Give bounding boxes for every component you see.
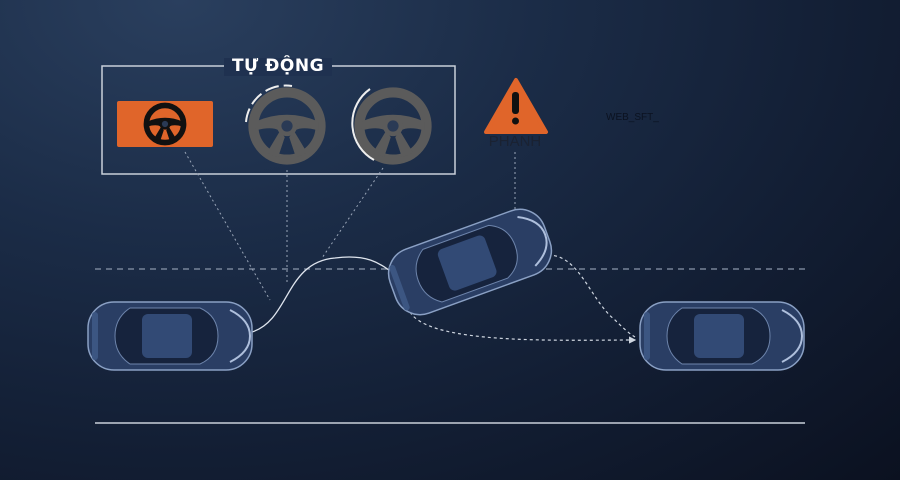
swerving-car bbox=[380, 201, 560, 323]
stopped-car bbox=[639, 301, 805, 371]
return-path bbox=[547, 254, 636, 338]
brake-label: PHANH bbox=[488, 133, 542, 150]
brake-path bbox=[409, 311, 637, 344]
correcting-arc bbox=[351, 88, 375, 161]
ego-car bbox=[87, 301, 253, 371]
auto-mode-title: TỰ ĐỘNG bbox=[231, 56, 325, 76]
leader-lines bbox=[184, 151, 516, 301]
turning-arc bbox=[245, 84, 293, 123]
frame-title-mask bbox=[224, 58, 332, 76]
swerve-path bbox=[251, 256, 396, 333]
code-label: WEB_SFT_ bbox=[606, 112, 659, 123]
steering-wheel-turning-icon bbox=[253, 92, 320, 159]
steering-wheel-correcting-icon bbox=[359, 92, 426, 159]
